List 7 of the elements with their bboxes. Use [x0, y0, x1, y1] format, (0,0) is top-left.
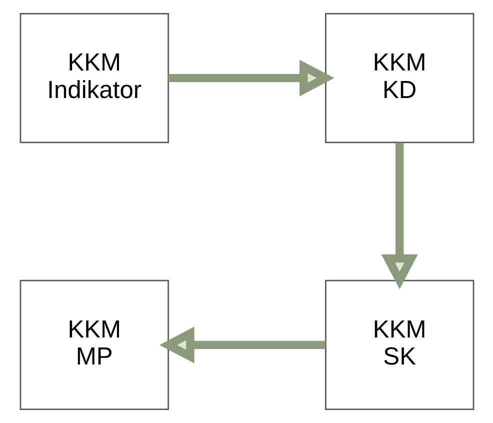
arrow — [168, 60, 334, 96]
node-box: KKM Indikator — [19, 13, 168, 144]
arrow — [158, 326, 326, 364]
node-box: KKM SK — [324, 280, 474, 410]
node-box: KKM KD — [324, 13, 474, 144]
node-box: KKM MP — [19, 280, 168, 410]
arrow — [380, 142, 418, 290]
